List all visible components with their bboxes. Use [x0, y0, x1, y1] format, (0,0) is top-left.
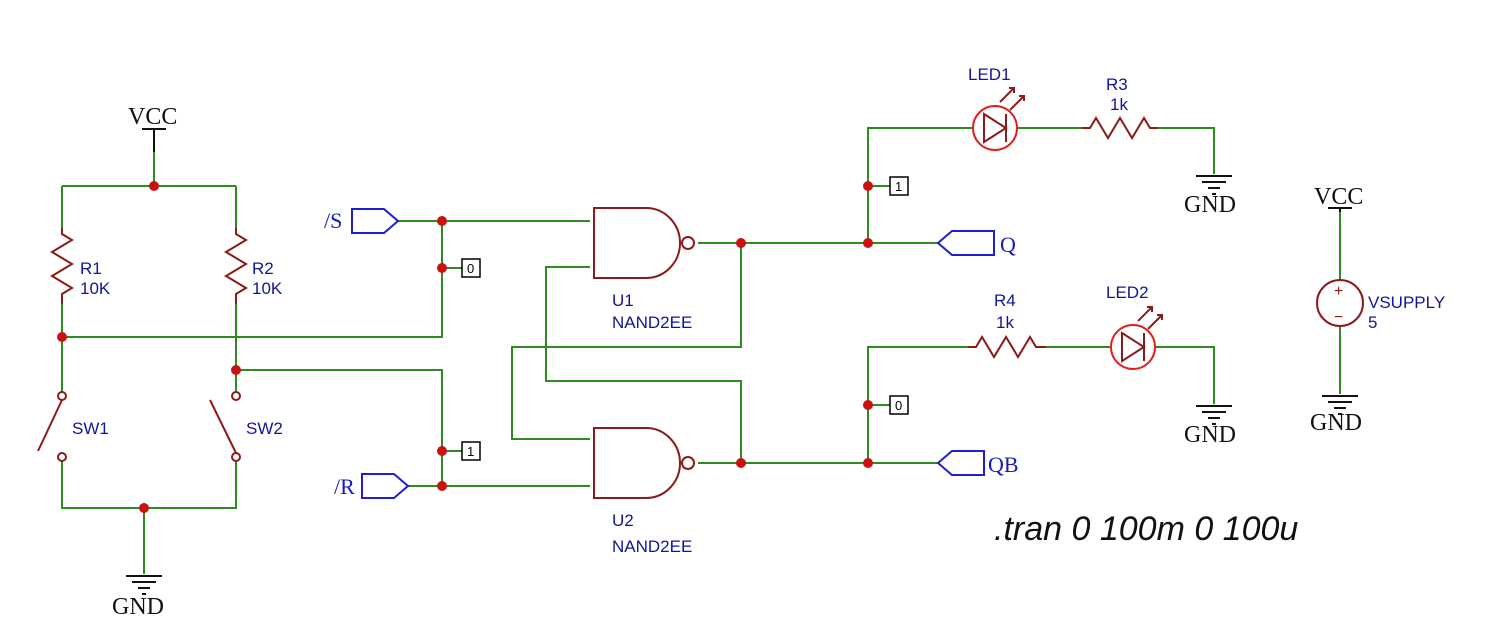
port-set-input[interactable]: /S	[324, 208, 400, 234]
probe-set-node[interactable]: 0	[461, 258, 481, 278]
port-q-output[interactable]: Q	[936, 230, 1016, 257]
junction-r-input	[437, 481, 447, 491]
vcc-right-label: VCC	[1314, 184, 1363, 210]
vcc-symbol-right: VCC	[1314, 184, 1363, 212]
junction-r-probe	[437, 446, 447, 456]
vsupply-minus: −	[1334, 309, 1343, 326]
r4-value: 1k	[996, 313, 1014, 332]
probe-q-node[interactable]: 1	[889, 176, 909, 196]
vsupply-plus: +	[1334, 283, 1343, 300]
vsupply-ref: VSUPPLY	[1368, 293, 1445, 312]
r2-value: 10K	[252, 279, 283, 298]
gnd-symbol-supply: GND	[1310, 395, 1362, 436]
junction-s-probe	[437, 263, 447, 273]
simulation-directive[interactable]: .tran 0 100m 0 100u	[994, 510, 1298, 548]
port-qb-output[interactable]: QB	[936, 450, 1019, 477]
vsupply-value: 5	[1368, 313, 1377, 332]
wire-s-node	[62, 221, 443, 338]
vcc-symbol-left: VCC	[128, 104, 177, 152]
u2-value: NAND2EE	[612, 537, 692, 556]
resistor-r4[interactable]: R4 1k	[968, 291, 1046, 359]
wires	[61, 127, 1341, 574]
sw1-ref: SW1	[72, 419, 109, 438]
voltage-source-vsupply[interactable]: + − VSUPPLY 5	[1316, 279, 1445, 332]
junction-s-input	[437, 216, 447, 226]
junction-qb-node	[863, 458, 873, 468]
probe-qb-node[interactable]: 0	[889, 395, 909, 415]
resistor-r1[interactable]: R1 10K	[50, 228, 111, 304]
r1-ref: R1	[80, 259, 102, 278]
gnd-led2-label: GND	[1184, 422, 1236, 448]
gnd-symbol-led1: GND	[1184, 175, 1236, 218]
vcc-left-label: VCC	[128, 104, 177, 130]
r2-ref: R2	[252, 259, 274, 278]
r4-ref: R4	[994, 291, 1016, 310]
switch-sw1[interactable]: SW1	[37, 391, 109, 462]
junction-q-probe	[863, 181, 873, 191]
port-q-label: Q	[1000, 232, 1016, 257]
nand-gate-u1[interactable]: U1 NAND2EE	[593, 207, 695, 332]
junction-u1-out	[736, 238, 746, 248]
junction-qb-probe	[863, 400, 873, 410]
wire-led1-branch	[867, 127, 972, 243]
junction-gnd-switches	[139, 503, 149, 513]
led-led2[interactable]: LED2	[1106, 283, 1163, 370]
gnd-symbol-led2: GND	[1184, 405, 1236, 448]
wire-led2-gnd	[1156, 346, 1215, 404]
port-qb-label: QB	[988, 452, 1019, 477]
port-reset-input[interactable]: /R	[334, 473, 410, 499]
junction-q-node	[863, 238, 873, 248]
probe-reset-value: 1	[467, 444, 474, 459]
wire-r3-gnd	[1158, 127, 1215, 174]
sw2-ref: SW2	[246, 419, 283, 438]
probe-set-value: 0	[467, 261, 474, 276]
junction-u2-out	[736, 458, 746, 468]
gnd-led1-label: GND	[1184, 192, 1236, 218]
wire-led2-branch	[867, 346, 968, 463]
u1-ref: U1	[612, 291, 634, 310]
junctions	[57, 181, 873, 513]
gnd-symbol-switches: GND	[112, 575, 164, 620]
r1-value: 10K	[80, 279, 111, 298]
nand-gate-u2[interactable]: U2 NAND2EE	[593, 427, 695, 556]
r3-ref: R3	[1106, 75, 1128, 94]
led-led1[interactable]: LED1	[968, 65, 1025, 151]
resistor-r3[interactable]: R3 1k	[1082, 75, 1158, 140]
led2-ref: LED2	[1106, 283, 1149, 302]
junction-r2-node	[231, 365, 241, 375]
gnd-switches-label: GND	[112, 594, 164, 620]
resistor-r2[interactable]: R2 10K	[224, 228, 283, 304]
r3-value: 1k	[1110, 95, 1128, 114]
junction-top-bus	[149, 181, 159, 191]
gnd-supply-label: GND	[1310, 410, 1362, 436]
wire-sw1-bottom	[61, 461, 237, 509]
switch-sw2[interactable]: SW2	[209, 391, 283, 462]
u2-ref: U2	[612, 511, 634, 530]
wire-qb-feedback	[545, 266, 742, 463]
junction-r1-node	[57, 332, 67, 342]
probe-qb-value: 0	[895, 398, 902, 413]
probe-q-value: 1	[895, 179, 902, 194]
port-set-label: /S	[324, 208, 342, 233]
wire-q-feedback	[511, 243, 742, 440]
led1-ref: LED1	[968, 65, 1011, 84]
probe-reset-node[interactable]: 1	[461, 441, 481, 461]
port-reset-label: /R	[334, 474, 355, 499]
u1-value: NAND2EE	[612, 313, 692, 332]
